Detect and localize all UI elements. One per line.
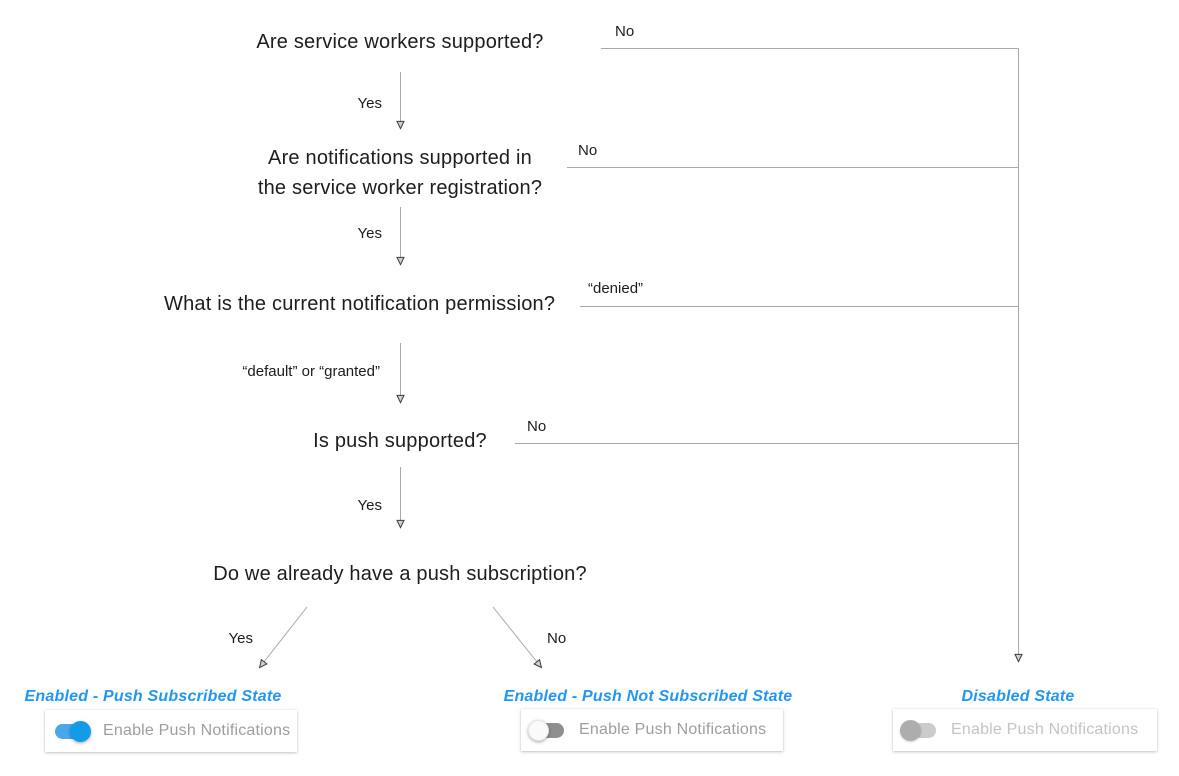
question-notification-permission: What is the current notification permiss…: [164, 293, 556, 315]
question-notifications-supported-line1: Are notifications supported in: [268, 147, 532, 169]
enable-push-label: Enable Push Notifications: [103, 722, 291, 739]
question-service-workers-supported: Are service workers supported?: [256, 31, 544, 53]
edge-label-q5-no: No: [547, 630, 567, 647]
toggle-knob: [528, 719, 549, 741]
card-enabled-subscribed: Enable Push Notifications: [45, 710, 297, 752]
push-toggle-on[interactable]: [55, 720, 91, 742]
state-label-disabled: Disabled State: [961, 688, 1075, 705]
edge-label-q3-default-or-granted: “default” or “granted”: [242, 363, 380, 380]
edge-label-q5-yes: Yes: [228, 630, 253, 647]
card-disabled: Enable Push Notifications: [893, 709, 1157, 751]
edge-label-q3-denied: “denied”: [588, 280, 644, 297]
question-push-subscription: Do we already have a push subscription?: [213, 563, 587, 585]
edge-label-q1-no: No: [615, 23, 635, 40]
question-push-supported: Is push supported?: [313, 430, 487, 452]
push-toggle-off[interactable]: [528, 719, 564, 741]
edge-label-q4-yes: Yes: [357, 497, 382, 514]
edge-label-q2-no: No: [578, 142, 598, 159]
toggle-knob: [900, 719, 921, 741]
enable-push-label: Enable Push Notifications: [579, 721, 767, 738]
edge-label-q4-no: No: [527, 418, 547, 435]
card-enabled-not-subscribed: Enable Push Notifications: [521, 709, 783, 751]
edge-label-q2-yes: Yes: [357, 225, 382, 242]
edge-q5-no-line: [492, 606, 541, 667]
state-label-enabled-not-subscribed: Enabled - Push Not Subscribed State: [503, 688, 793, 705]
toggle-knob: [70, 720, 91, 742]
enable-push-label: Enable Push Notifications: [951, 721, 1139, 738]
push-toggle-disabled: [900, 719, 936, 741]
edge-label-q1-yes: Yes: [357, 95, 382, 112]
question-notifications-supported: Are notifications supported in the servi…: [258, 143, 542, 203]
edge-q5-yes-line: [260, 606, 308, 667]
question-notifications-supported-line2: the service worker registration?: [257, 177, 543, 199]
state-label-enabled-subscribed: Enabled - Push Subscribed State: [24, 688, 282, 705]
